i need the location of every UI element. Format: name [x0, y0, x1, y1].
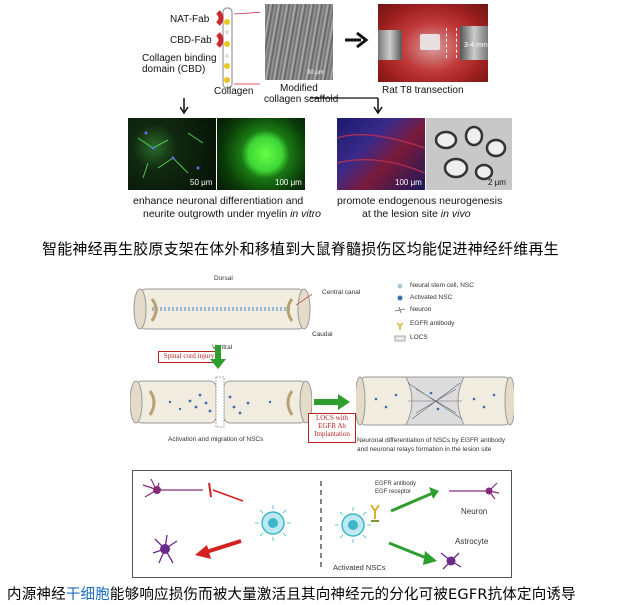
- right-result-line-2b: in vivo: [440, 208, 471, 220]
- locs-box-line-3: Implantation: [314, 430, 350, 438]
- mech-astrocyte-label: Astrocyte: [455, 537, 489, 546]
- scaffold-sem-image: 30 μm: [265, 4, 333, 80]
- differentiation-caption-1: Neuronal differentiation of NSCs by EGFR…: [357, 437, 506, 444]
- mech-activated-nscs-label: Activated NSCs: [333, 563, 386, 572]
- micrograph-lesion-blue: 100 μm: [337, 118, 425, 190]
- cbd-label-2: domain (CBD): [142, 64, 206, 75]
- scale-bar-100um-a: 100 μm: [275, 178, 302, 187]
- mechanism-panel: EGFR antibody EGF receptor Neuron Astroc…: [132, 470, 512, 578]
- activation-caption: Activation and migration of NSCs: [168, 436, 264, 443]
- caudal-label: Caudal: [312, 331, 333, 338]
- scale-bar-30um: 30 μm: [307, 70, 324, 76]
- left-result-line-2a: neurite outgrowth under myelin: [143, 208, 291, 220]
- scale-bar-2um: 2 μm: [488, 178, 506, 187]
- branch-arrows: [180, 97, 383, 115]
- cbd-fab-label: CBD-Fab: [170, 35, 212, 46]
- central-canal-label: Central canal: [322, 289, 361, 296]
- locs-implantation-box: LOCS with EGFR Ab Implantation: [308, 413, 356, 443]
- left-result-line-2: neurite outgrowth under myelin in vitro: [143, 208, 321, 220]
- left-result-line-1: enhance neuronal differentiation and: [133, 195, 304, 207]
- micrograph-neurite-green: 50 μm: [128, 118, 216, 190]
- legend-nsc: Neural stem cell, NSC: [410, 282, 474, 289]
- mech-neuron-label: Neuron: [461, 507, 488, 516]
- figure-1: NAT-Fab CBD-Fab Collagen binding domain …: [0, 0, 628, 265]
- ventral-label: Ventral: [212, 344, 233, 351]
- rat-label: Rat T8 transection: [382, 85, 464, 96]
- left-result-line-2b: in vitro: [290, 208, 322, 220]
- legend: Neural stem cell, NSC Activated NSC Neur…: [392, 277, 497, 347]
- collagen-molecule-diagram: [216, 7, 260, 89]
- right-result-line-2: at the lesion site in vivo: [362, 208, 471, 220]
- dorsal-label: Dorsal: [214, 275, 233, 282]
- nat-fab-label: NAT-Fab: [170, 14, 210, 25]
- mm-label: 3-4 mm: [464, 42, 488, 49]
- figure-2-caption-part-1: 内源神经: [7, 587, 66, 603]
- injured-spinal-cord-diagram: [130, 376, 312, 428]
- scale-bar-100um-b: 100 μm: [395, 178, 422, 187]
- scale-bar-50um: 50 μm: [190, 178, 213, 187]
- legend-egfr: EGFR antibody: [410, 320, 455, 327]
- legend-neuron: Neuron: [410, 306, 432, 313]
- intact-spinal-cord-diagram: [133, 288, 312, 330]
- right-arrow-icon: [345, 31, 369, 49]
- locs-box-line-1: LOCS with: [315, 414, 349, 422]
- green-down-arrow-icon: [210, 345, 226, 369]
- figure-2: Dorsal Ventral Central canal Caudal Neur…: [0, 265, 628, 605]
- micrograph-em-axons: 2 μm: [426, 118, 512, 190]
- figure-2-caption-highlight[interactable]: 干细胞: [65, 587, 110, 603]
- regenerated-spinal-cord-diagram: [356, 376, 514, 426]
- right-result-line-1: promote endogenous neurogenesis: [337, 195, 503, 207]
- collagen-label: Collagen: [214, 86, 254, 97]
- rat-surgery-photo: 3-4 mm: [378, 4, 488, 82]
- mech-egfr-antibody: EGFR antibody: [375, 481, 417, 487]
- cbd-label-1: Collagen binding: [142, 53, 217, 64]
- mechanism-diagram: [142, 478, 500, 570]
- legend-activated-nsc: Activated NSC: [410, 294, 453, 301]
- figure-1-caption: 智能神经再生胶原支架在体外和移植到大鼠脊髓损伤区均能促进神经纤维再生: [42, 240, 559, 258]
- legend-locs: LOCS: [410, 334, 428, 341]
- figure-2-caption-part-2: 能够响应损伤而被大量激活且其向神经元的分化可被EGFR抗体定向诱导: [109, 587, 576, 603]
- differentiation-caption-2: and neuronal relays formation in the les…: [357, 446, 492, 453]
- mech-egf-receptor: EGF receptor: [375, 489, 412, 495]
- right-result-line-2a: at the lesion site: [362, 208, 441, 220]
- figure-2-caption: 内源神经干细胞能够响应损伤而被大量激活且其向神经元的分化可被EGFR抗体定向诱导: [7, 583, 576, 604]
- scaffold-label-2: collagen scaffold: [264, 94, 339, 105]
- locs-box-line-2: EGFR Ab: [318, 422, 346, 430]
- micrograph-sphere-green: 100 μm: [217, 118, 305, 190]
- scaffold-label-1: Modified: [280, 83, 318, 94]
- green-right-arrow-icon: [314, 394, 350, 410]
